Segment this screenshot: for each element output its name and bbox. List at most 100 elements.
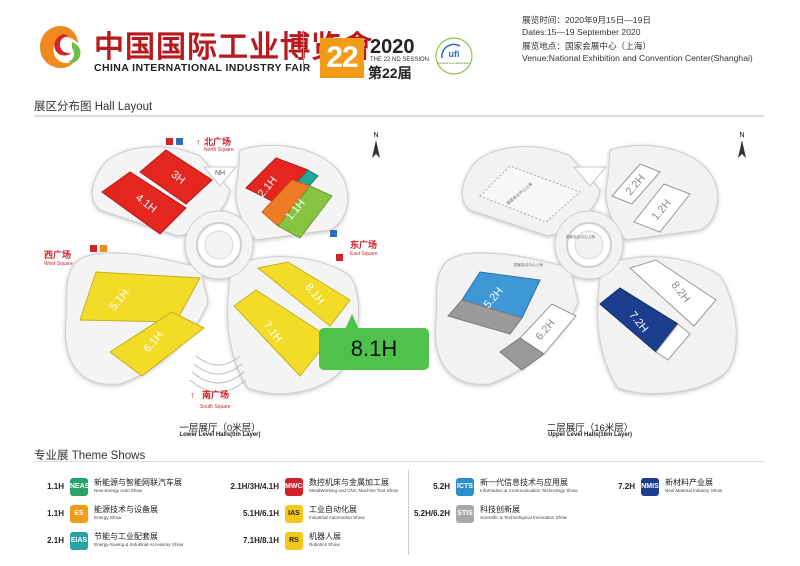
theme-hall: 7.1H/8.1H: [242, 536, 279, 545]
hall-2.1h-label: 2.1H: [256, 174, 280, 200]
logo-english-title: CHINA INTERNATIONAL INDUSTRY FAIR: [94, 62, 311, 74]
hall-7.1h: 7.1H: [233, 289, 331, 377]
svg-text:North Square: North Square: [204, 147, 234, 153]
hall-6.2h-label: 6.2H: [534, 317, 558, 343]
hall-5.2h: 5.2H: [447, 271, 541, 335]
nh-hall: [202, 166, 238, 187]
session-badge: 22: [320, 38, 364, 78]
theme-cn: 节能与工业配套展: [94, 532, 158, 541]
south-square-label: 南广场 South Square ↑: [190, 389, 231, 410]
north-arrow-icon-right: N: [738, 132, 746, 158]
svg-text:N: N: [373, 132, 378, 139]
header: 中国国际工业博览會 CHINA INTERNATIONAL INDUSTRY F…: [0, 0, 800, 92]
eias-icon: EIAS: [70, 532, 88, 550]
theme-hall: 1.1H: [47, 482, 64, 491]
svg-text:South Square: South Square: [200, 404, 231, 410]
upper-annotation-2: 国家会议中心上海: [566, 234, 595, 239]
hall-layout-title: 展区分布图 Hall Layout: [34, 101, 153, 113]
transit-icons: [90, 138, 343, 261]
hall-5.1h: 5.1H: [79, 271, 201, 323]
north-arrow-icon-left: N: [372, 132, 380, 158]
hall-2.1h: 2.1H: [245, 157, 319, 213]
mwcs-icon: MWCS: [285, 478, 307, 496]
theme-en: MetalWorking and CNC Machine Tool Show: [309, 488, 399, 493]
theme-cn: 工业自动化展: [309, 505, 357, 514]
hall-1.2h-label: 1.2H: [650, 197, 674, 223]
hall-1.1h: 1.1H: [261, 179, 333, 239]
theme-en: Scientific & Technological Innovation Sh…: [480, 515, 567, 520]
hall-1.1h-label: 1.1H: [284, 197, 308, 223]
north-square-label: 北广场 North Square ↑: [196, 136, 234, 153]
theme-en: New Energy Auto Show: [94, 488, 143, 493]
theme-hall: 7.2H: [618, 482, 635, 491]
ufi-logo-icon: ufi Approved International Event: [435, 37, 473, 75]
south-steps: [189, 355, 247, 393]
venue-cn: 展览地点：国家会展中心（上海）: [522, 41, 651, 51]
hall-6.2h: 6.2H: [499, 303, 577, 371]
theme-en: Information & Communication Technology S…: [480, 488, 578, 493]
year-label: 2020: [370, 36, 415, 58]
theme-en: Industrial Automation Show: [309, 515, 365, 520]
es-icon: ES: [70, 505, 88, 523]
ufi-sub-label: Approved International Event: [437, 61, 471, 65]
hall-2.2h: 2.2H: [611, 163, 661, 205]
hall-8.2h-label: 8.2H: [668, 279, 692, 305]
upper-annotation-1: 国家会议中心上海: [505, 181, 533, 206]
hall-3h: 3H: [139, 149, 213, 205]
hall-3h-label: 3H: [169, 169, 188, 187]
hall-1.2h: 1.2H: [633, 183, 691, 233]
session-en-label: THE 22 ND SESSION: [370, 57, 430, 63]
callout-label: 8.1H: [350, 336, 398, 361]
hall-2.2h-label: 2.2H: [624, 172, 648, 198]
svg-text:N: N: [739, 132, 744, 139]
hall-5.2h-label: 5.2H: [482, 285, 506, 311]
svg-text:东广场: 东广场: [350, 239, 377, 250]
nmis-icon: NMIS: [641, 478, 659, 496]
icts-icon: ICTS: [456, 478, 474, 496]
fair-logo-icon: [40, 26, 81, 68]
upper-floor-en: Upper Level Halls(16m Layer): [547, 432, 633, 438]
theme-hall: 1.1H: [47, 509, 64, 518]
west-square-label: 西广场 West Square: [44, 249, 73, 267]
svg-text:↑: ↑: [190, 390, 195, 400]
venue-en: Venue:National Exhibition and Convention…: [522, 53, 753, 63]
theme-en: New Material Industry Show: [665, 488, 723, 493]
theme-hall: 5.2H: [433, 482, 450, 491]
svg-text:West Square: West Square: [44, 261, 73, 267]
theme-cn: 新材料产业展: [665, 478, 713, 487]
stis-icon: STIS: [456, 505, 474, 523]
upper-level-map: [434, 144, 737, 395]
upper-center-ring: [566, 222, 612, 268]
hall-8.1h-label: 8.1H: [302, 281, 326, 307]
upper-floor-cn: 二层展厅（16米层）: [546, 423, 634, 434]
ias-icon: IAS: [285, 505, 303, 523]
hall-5.1h-label: 5.1H: [108, 287, 132, 313]
lower-floor-cn: 一层展厅（0米层）: [179, 423, 261, 434]
hall-6.1h: 6.1H: [109, 311, 205, 377]
hall-4.1h-label: 4.1H: [133, 192, 159, 216]
hall-7.2h: 7.2H: [599, 287, 691, 361]
svg-text:East Square: East Square: [350, 251, 378, 257]
lower-floor-en: Lower Level Halls(0m Layer): [179, 432, 261, 438]
theme-cn: 新能源与智能网联汽车展: [94, 478, 182, 487]
hall-8.1h: 8.1H: [256, 261, 351, 327]
upper-annotation-3: 国家会议中心上海: [514, 262, 543, 267]
hall-7.2h-label: 7.2H: [626, 309, 650, 335]
theme-hall: 5.2H/6.2H: [413, 509, 450, 518]
theme-shows-title: 专业展 Theme Shows: [34, 450, 146, 462]
svg-text:北广场: 北广场: [204, 136, 231, 147]
date-en: Dates:15—19 September 2020: [522, 27, 641, 37]
hall-4.1h: 4.1H: [101, 171, 187, 235]
east-square-label: 东广场 East Square: [350, 239, 378, 257]
theme-en: Robotics Show: [309, 542, 340, 547]
svg-text:西广场: 西广场: [44, 249, 71, 260]
neas-icon: NEAS: [70, 478, 89, 496]
hall-6.1h-label: 6.1H: [142, 329, 166, 355]
svg-text:↑: ↑: [196, 137, 201, 147]
ufi-label: ufi: [449, 49, 460, 59]
nh-label: NH: [215, 170, 225, 177]
hall-callout-box: [319, 328, 429, 370]
divider-top: [34, 115, 764, 117]
theme-cn: 能源技术与设备展: [94, 505, 158, 514]
theme-cn: 科技创新展: [480, 505, 520, 514]
